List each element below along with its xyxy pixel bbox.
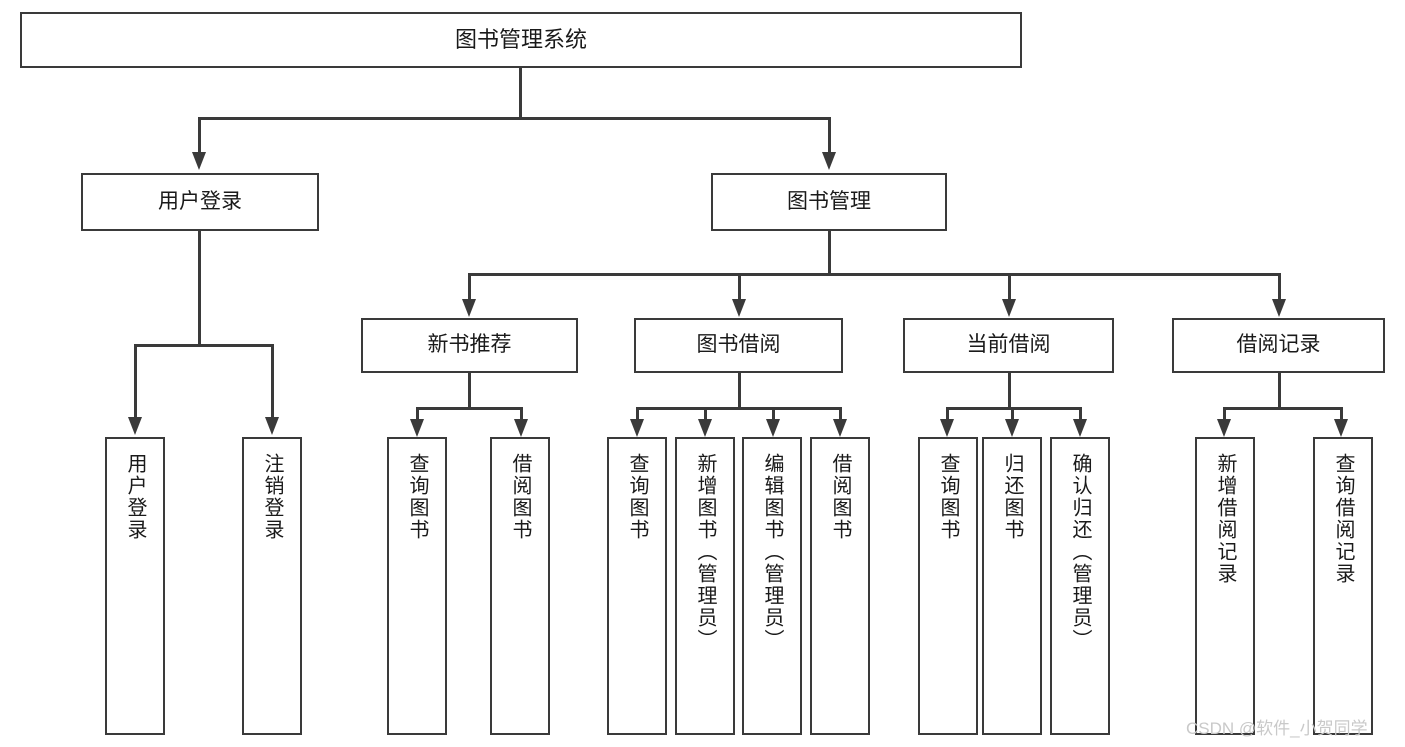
arrowhead-cb-1 [940,419,954,437]
connector-drop-br-1 [1223,407,1226,421]
connector-drop-nb-2 [520,407,523,421]
node-label: 借阅图书 [509,453,531,541]
arrowhead-book-borrow [732,299,746,317]
arrowhead-book-mgmt [822,152,836,170]
leaf-query-borrow-record[interactable]: 查询借阅记录 [1313,437,1373,735]
leaf-query-books-borrow[interactable]: 查询图书 [607,437,667,735]
node-label: 查询图书 [406,453,428,541]
leaf-borrow-books-new[interactable]: 借阅图书 [490,437,550,735]
arrowhead-user-login [192,152,206,170]
node-label: 借阅记录 [1236,333,1321,357]
connector-drop-cb-1 [946,407,949,421]
node-book-management[interactable]: 图书管理 [711,173,947,231]
connector-drop-user-login [198,117,201,154]
arrowhead-bb-1 [630,419,644,437]
leaf-add-book-admin[interactable]: 新增图书（管理员） [675,437,735,735]
node-new-book-recommend[interactable]: 新书推荐 [361,318,578,373]
connector-drop-nb-1 [416,407,419,421]
node-label: 归还图书 [1001,453,1023,541]
arrowhead-leaf-logout [265,417,279,435]
node-label: 当前借阅 [966,333,1051,357]
leaf-return-books[interactable]: 归还图书 [982,437,1042,735]
node-borrow-records[interactable]: 借阅记录 [1172,318,1385,373]
arrowhead-cb-2 [1005,419,1019,437]
node-label: 图书管理 [787,189,871,213]
node-label: 图书管理系统 [454,26,587,52]
leaf-logout[interactable]: 注销登录 [242,437,302,735]
connector-book-mgmt-bus [468,273,1280,276]
connector-drop-current-borrow [1008,273,1011,301]
node-current-borrow[interactable]: 当前借阅 [903,318,1114,373]
node-label: 图书借阅 [696,333,781,357]
connector-drop-bb-1 [636,407,639,421]
arrowhead-current-borrow [1002,299,1016,317]
connector-root-stem [519,68,522,117]
leaf-add-borrow-record[interactable]: 新增借阅记录 [1195,437,1255,735]
connector-new-books-bus [416,407,522,410]
connector-drop-borrow-records [1278,273,1281,301]
leaf-query-books-new[interactable]: 查询图书 [387,437,447,735]
arrowhead-new-books [462,299,476,317]
arrowhead-bb-3 [766,419,780,437]
node-user-login[interactable]: 用户登录 [81,173,319,231]
node-label: 借阅图书 [829,453,851,541]
arrowhead-br-2 [1334,419,1348,437]
node-label: 用户登录 [158,189,242,213]
node-label: 查询图书 [937,453,959,541]
arrowhead-nb-1 [410,419,424,437]
connector-book-mgmt-stem [828,231,831,273]
arrowhead-bb-2 [698,419,712,437]
arrowhead-br-1 [1217,419,1231,437]
node-label: 确认归还（管理员） [1069,453,1091,651]
arrowhead-borrow-records [1272,299,1286,317]
arrowhead-cb-3 [1073,419,1087,437]
connector-drop-leaf-user-login [134,344,137,419]
connector-book-borrow-stem [738,373,741,407]
arrowhead-nb-2 [514,419,528,437]
connector-drop-bb-4 [839,407,842,421]
connector-drop-br-2 [1340,407,1343,421]
node-label: 查询图书 [626,453,648,541]
leaf-user-login[interactable]: 用户登录 [105,437,165,735]
node-label: 新增借阅记录 [1214,453,1236,585]
node-label: 新增图书（管理员） [694,453,716,651]
node-label: 用户登录 [124,453,146,541]
connector-drop-cb-3 [1079,407,1082,421]
connector-drop-bb-3 [772,407,775,421]
connector-drop-bb-2 [704,407,707,421]
connector-borrow-records-bus [1223,407,1342,410]
node-label: 新书推荐 [427,333,512,357]
connector-user-login-bus [134,344,273,347]
connector-borrow-records-stem [1278,373,1281,407]
connector-tier1-bus [198,117,831,120]
connector-user-login-stem [198,231,201,344]
connector-current-borrow-stem [1008,373,1011,407]
leaf-borrow-books[interactable]: 借阅图书 [810,437,870,735]
node-root-system[interactable]: 图书管理系统 [20,12,1022,68]
connector-new-books-stem [468,373,471,407]
connector-drop-book-borrow [738,273,741,301]
node-label: 查询借阅记录 [1332,453,1354,585]
node-label: 编辑图书（管理员） [761,453,783,651]
node-label: 注销登录 [261,453,283,541]
arrowhead-leaf-user-login [128,417,142,435]
connector-book-borrow-bus [636,407,841,410]
leaf-query-books-current[interactable]: 查询图书 [918,437,978,735]
connector-drop-new-books [468,273,471,301]
node-book-borrow[interactable]: 图书借阅 [634,318,843,373]
leaf-edit-book-admin[interactable]: 编辑图书（管理员） [742,437,802,735]
leaf-confirm-return-admin[interactable]: 确认归还（管理员） [1050,437,1110,735]
connector-drop-book-mgmt [828,117,831,154]
connector-drop-cb-2 [1011,407,1014,421]
connector-current-borrow-bus [946,407,1081,410]
connector-drop-leaf-logout [271,344,274,419]
arrowhead-bb-4 [833,419,847,437]
